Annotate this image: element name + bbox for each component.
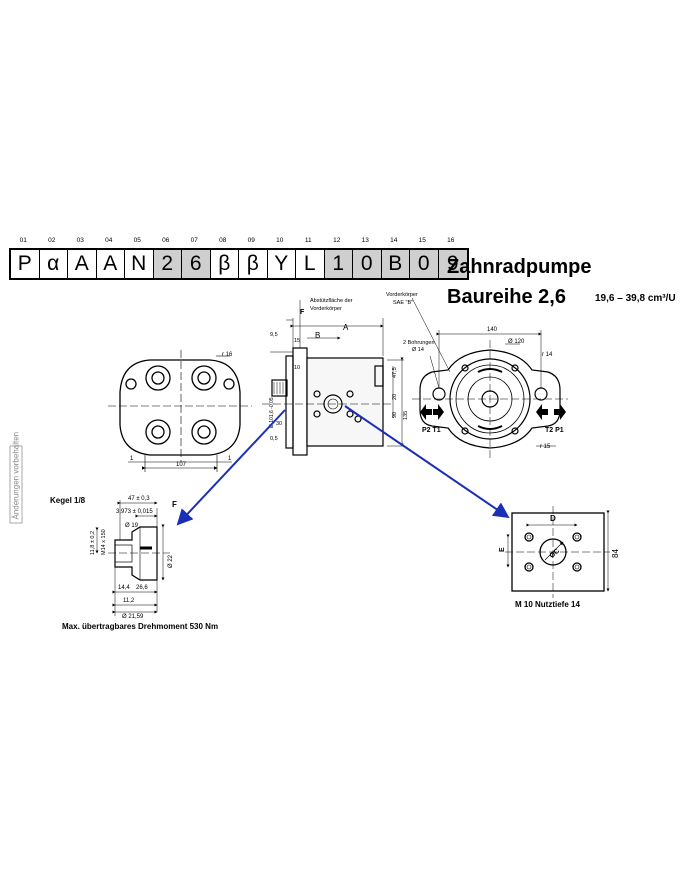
code-letter-10: Y bbox=[268, 250, 296, 278]
shaft-detail bbox=[95, 500, 170, 616]
shaft-d266: 26,6 bbox=[136, 585, 148, 591]
front-dim-107: 107 bbox=[176, 462, 187, 468]
code-letter-06: 2 bbox=[153, 250, 182, 278]
label-abstuetzflaeche: Abstützfläche der bbox=[310, 298, 353, 304]
code-position-09: 09 bbox=[247, 237, 255, 244]
code-position-10: 10 bbox=[276, 237, 284, 244]
code-position-07: 07 bbox=[190, 237, 198, 244]
shaft-d3973: 3,973 ± 0,015 bbox=[116, 509, 153, 515]
label-vorderkoerper: Vorderkörper bbox=[310, 306, 342, 312]
code-letter-11: L bbox=[296, 250, 325, 278]
dim-F: F bbox=[300, 309, 305, 316]
shaft-m14: M14 x 150 bbox=[101, 529, 107, 555]
code-letter-13: 0 bbox=[353, 250, 382, 278]
shaft-d22: Ø 22 bbox=[168, 554, 174, 568]
shaft-d112: 11,2 bbox=[123, 598, 135, 604]
dim-A: A bbox=[343, 323, 349, 332]
callout-arrow-port bbox=[344, 405, 510, 519]
shaft-d47: 47 ± 0,3 bbox=[128, 496, 150, 502]
dim-0-5: 0,5 bbox=[270, 436, 278, 442]
code-position-01: 01 bbox=[19, 237, 27, 244]
code-position-11: 11 bbox=[304, 237, 312, 244]
code-letter-02: α bbox=[40, 250, 68, 278]
code-position-08: 08 bbox=[219, 237, 227, 244]
front-flange-view bbox=[108, 350, 252, 472]
rear-bohrungen: 2 Bohrungen bbox=[403, 340, 435, 346]
code-position-13: 13 bbox=[361, 237, 369, 244]
dim-30: 30 bbox=[276, 421, 282, 427]
rear-r15: r 15 bbox=[540, 444, 551, 450]
rear-r14: r 14 bbox=[542, 352, 553, 358]
code-letter-03: A bbox=[68, 250, 97, 278]
dim-B: B bbox=[315, 331, 320, 340]
code-letter-09: β bbox=[239, 250, 268, 278]
rear-sae: SAE "B" bbox=[393, 300, 413, 306]
callout-arrow-shaft bbox=[176, 409, 286, 526]
shaft-kegel: Kegel 1/8 bbox=[50, 496, 86, 505]
front-dim-1-left: 1 bbox=[130, 456, 134, 462]
code-letter-01: P bbox=[11, 250, 40, 278]
dim-135: 135 bbox=[403, 411, 409, 420]
code-letter-05: N bbox=[125, 250, 154, 278]
code-position-16: 16 bbox=[447, 237, 455, 244]
rear-d14: Ø 14 bbox=[412, 347, 424, 353]
dim-diam-101-6: Ø 101,6 -0,05 bbox=[269, 397, 275, 428]
flow-arrows bbox=[420, 404, 566, 420]
code-position-06: 06 bbox=[162, 237, 170, 244]
port-dC: ØC bbox=[549, 548, 562, 560]
code-letter-14: B bbox=[381, 250, 410, 278]
shaft-d118: 11,8 ± 0,2 bbox=[90, 531, 96, 555]
code-letter-16: 9 bbox=[438, 250, 467, 278]
shaft-torque: Max. übertragbares Drehmoment 530 Nm bbox=[62, 622, 218, 631]
shaft-d19: Ø 19 bbox=[125, 523, 139, 529]
dim-90: 90 bbox=[392, 412, 398, 418]
rear-dim-140: 140 bbox=[487, 327, 498, 333]
port-detail bbox=[505, 506, 610, 598]
dim-47-5: 47,5 bbox=[392, 367, 398, 378]
product-series: Baureihe 2,6 bbox=[447, 286, 566, 308]
code-letter-08: β bbox=[211, 250, 239, 278]
code-position-02: 02 bbox=[48, 237, 56, 244]
port-d84: 84 bbox=[611, 549, 620, 558]
code-letter-04: A bbox=[97, 250, 125, 278]
dim-15: 15 bbox=[294, 338, 300, 344]
code-position-14: 14 bbox=[390, 237, 398, 244]
code-position-04: 04 bbox=[105, 237, 113, 244]
rear-dim-d120: Ø 120 bbox=[508, 339, 525, 345]
dim-9-5: 9,5 bbox=[270, 332, 278, 338]
product-title: Zahnradpumpe bbox=[447, 256, 592, 278]
port-thread: M 10 Nutztiefe 14 bbox=[515, 600, 580, 609]
code-position-05: 05 bbox=[133, 237, 141, 244]
code-letter-07: 6 bbox=[182, 250, 211, 278]
code-letter-12: 1 bbox=[324, 250, 353, 278]
port-label-t2-p1: T2 P1 bbox=[545, 427, 564, 434]
code-position-12: 12 bbox=[333, 237, 341, 244]
shaft-F: F bbox=[172, 500, 177, 509]
port-E: E bbox=[499, 547, 506, 552]
front-dim-1-right: 1 bbox=[228, 456, 232, 462]
dim-20: 20 bbox=[392, 394, 398, 400]
code-position-row: 01 02 03 04 05 06 07 08 09 10 11 12 13 14 15 16 bbox=[9, 236, 469, 246]
code-letter-15: 0 bbox=[410, 250, 439, 278]
front-r16: r 16 bbox=[222, 352, 233, 358]
shaft-d144: 14,4 bbox=[118, 585, 130, 591]
rear-view bbox=[411, 297, 568, 458]
rear-vorderkoerper: Vorderkörper bbox=[386, 292, 418, 298]
code-position-03: 03 bbox=[76, 237, 84, 244]
displacement-range: 19,6 – 39,8 cm³/U bbox=[595, 293, 676, 304]
dim-10: 10 bbox=[294, 365, 300, 371]
side-view bbox=[262, 300, 404, 456]
port-D: D bbox=[550, 514, 556, 523]
port-label-p2-t1: P2 T1 bbox=[422, 427, 441, 434]
shaft-d2159: Ø 21,59 bbox=[122, 614, 144, 620]
code-position-15: 15 bbox=[418, 237, 426, 244]
